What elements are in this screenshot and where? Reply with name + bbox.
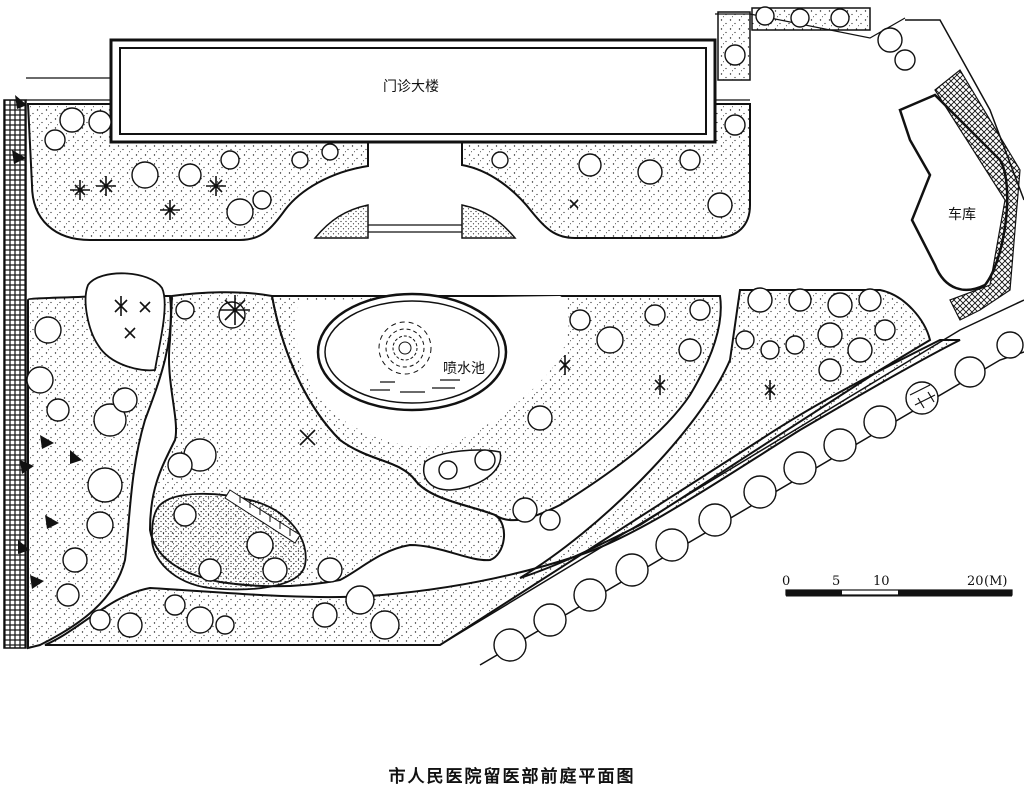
plan-title: 市人民医院留医部前庭平面图 xyxy=(388,767,636,787)
fence-posts xyxy=(909,384,936,409)
boundary-fence-east xyxy=(905,19,1024,201)
outpatient-building xyxy=(109,38,717,144)
fountain-pool xyxy=(316,292,508,412)
shrub-symbols xyxy=(70,176,776,446)
scale-tick-0: 0 xyxy=(782,574,791,589)
path-pavers xyxy=(224,489,301,544)
boundary-wall-west xyxy=(3,99,27,649)
street-trees xyxy=(493,331,1024,662)
scale-tick-20: 20 xyxy=(967,574,984,589)
scale-unit: (M) xyxy=(984,574,1008,589)
garage-hatched-wall xyxy=(934,69,1021,321)
scale-tick-5: 5 xyxy=(832,574,841,589)
planting-bed-northeast xyxy=(461,103,751,239)
tree-canopies xyxy=(26,6,916,640)
garage-label: 车库 xyxy=(948,207,976,223)
fountain-pool-label: 喷水池 xyxy=(443,361,485,377)
entrance-planters xyxy=(313,204,517,239)
scale-tick-10: 10 xyxy=(873,574,890,589)
outpatient-building-label: 门诊大楼 xyxy=(383,79,439,95)
planting-bed-irregular xyxy=(84,272,166,372)
planting-bed-north-strip xyxy=(717,7,871,81)
palm-symbols xyxy=(12,95,82,589)
scale-bar xyxy=(785,589,1013,597)
